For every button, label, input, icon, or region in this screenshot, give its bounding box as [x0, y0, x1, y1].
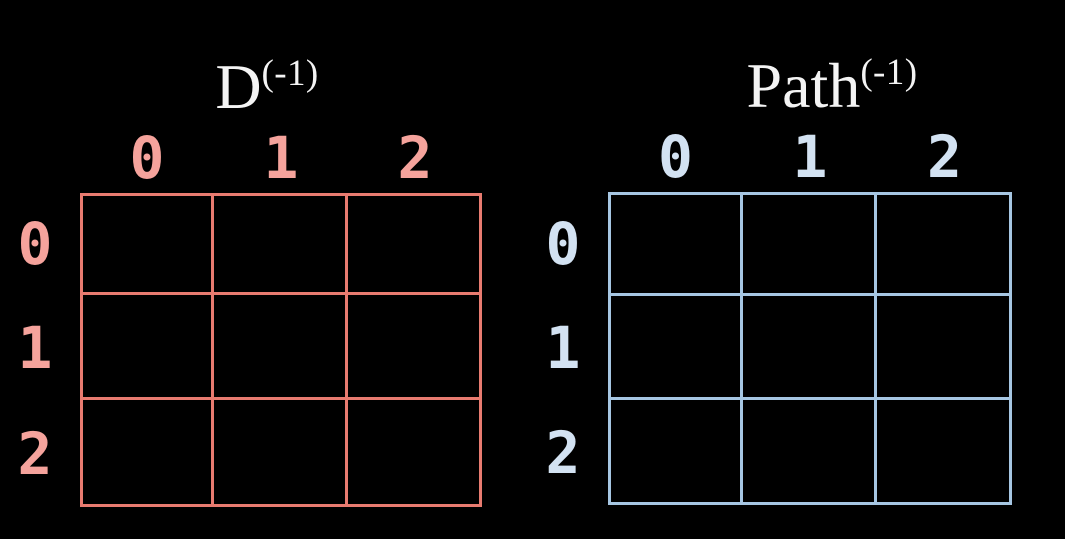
- matrix-d: D(-1) 0 1 2 0 1 2: [14, 30, 482, 507]
- matrix-d-title-base: D: [215, 51, 262, 122]
- matrix-cell: [877, 400, 1012, 505]
- matrix-cell: [743, 296, 877, 400]
- matrix-cell: [608, 296, 743, 400]
- matrix-d-grid: 0 1 2 0 1 2: [14, 124, 482, 507]
- matrix-cell: [214, 295, 348, 400]
- matrix-d-title-superscript: (-1): [261, 53, 319, 94]
- matrix-path-title-text: Path(-1): [747, 54, 918, 118]
- matrix-d-title: D(-1): [80, 30, 482, 131]
- row-label-2: 2: [545, 418, 581, 487]
- matrix-cell: [743, 192, 877, 296]
- col-label-1: 1: [792, 123, 828, 191]
- matrix-cell: [877, 192, 1012, 296]
- matrix-path-title-superscript: (-1): [860, 52, 918, 93]
- matrix-cell: [348, 400, 482, 507]
- matrix-cell: [80, 193, 214, 295]
- matrix-cell: [348, 193, 482, 295]
- matrix-cell: [214, 400, 348, 507]
- corner-spacer: [542, 130, 608, 192]
- matrix-cell: [80, 400, 214, 507]
- row-label-1: 1: [545, 314, 581, 382]
- corner-spacer: [14, 131, 80, 193]
- row-label-1: 1: [17, 313, 53, 382]
- col-label-0: 0: [129, 124, 165, 192]
- col-label-1: 1: [263, 124, 299, 192]
- col-label-2: 2: [927, 123, 962, 191]
- matrix-path-title-base: Path: [746, 50, 861, 121]
- col-label-0: 0: [658, 123, 693, 191]
- row-label-2: 2: [17, 419, 53, 488]
- row-label-0: 0: [545, 210, 581, 278]
- matrix-cell: [348, 295, 482, 400]
- matrix-path: Path(-1) 0 1 2 0 1 2: [542, 30, 1012, 505]
- matrix-cell: [214, 193, 348, 295]
- matrix-path-grid: 0 1 2 0 1 2: [542, 123, 1012, 505]
- row-label-0: 0: [17, 210, 53, 278]
- matrix-cell: [608, 192, 743, 296]
- col-label-2: 2: [397, 124, 433, 192]
- matrix-cell: [80, 295, 214, 400]
- matrix-cell: [608, 400, 743, 505]
- matrix-cell: [743, 400, 877, 505]
- matrix-d-title-text: D(-1): [215, 55, 318, 119]
- matrix-path-title: Path(-1): [608, 30, 1012, 130]
- matrix-cell: [877, 296, 1012, 400]
